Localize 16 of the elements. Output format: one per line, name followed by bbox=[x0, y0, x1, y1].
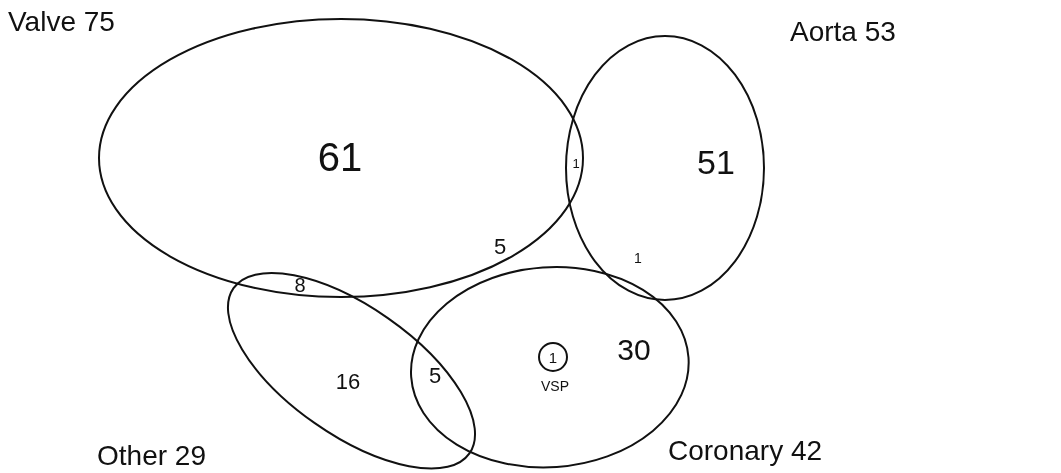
count-number: 61 bbox=[317, 137, 363, 177]
count-number: 1 bbox=[572, 156, 580, 170]
set-label: Coronary 42 bbox=[668, 437, 823, 465]
note-label: VSP bbox=[541, 379, 569, 393]
count-number: 5 bbox=[493, 236, 507, 258]
count-number: 8 bbox=[294, 275, 306, 295]
count-number: 30 bbox=[617, 335, 651, 365]
count-number: 5 bbox=[428, 365, 442, 387]
set-label: Aorta 53 bbox=[790, 18, 896, 46]
set-label: Valve 75 bbox=[8, 8, 115, 36]
set-label: Other 29 bbox=[97, 442, 206, 470]
count-number: 51 bbox=[697, 145, 735, 179]
count-number: 16 bbox=[335, 371, 361, 393]
circle-marker bbox=[538, 342, 568, 372]
count-number: 1 bbox=[634, 251, 642, 265]
count-number: 1 bbox=[548, 349, 558, 365]
